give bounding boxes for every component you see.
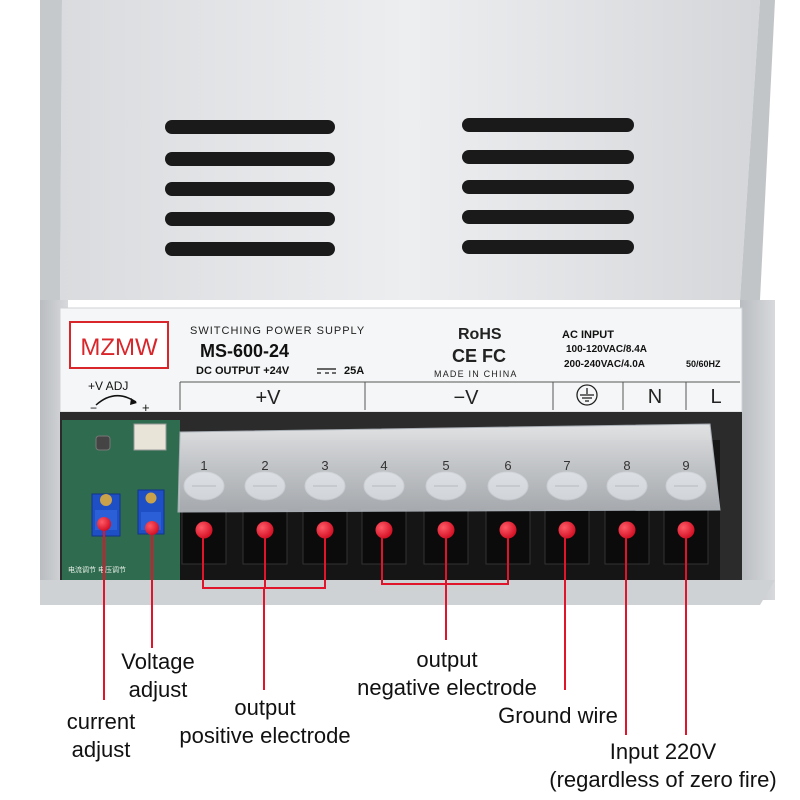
terminal-marker-dot (375, 521, 393, 539)
dc-output-current: 25A (344, 365, 364, 377)
callout-input-220v: Input 220V (regardless of zero fire) (546, 738, 780, 794)
terminal-number: 7 (563, 458, 570, 473)
callout-input-220v-line-2: (regardless of zero fire) (549, 767, 777, 792)
terminal-marker-dot (256, 521, 274, 539)
adj-plus-sign: + (142, 400, 150, 415)
terminal-clear-cover (177, 423, 721, 513)
leader-lines (103, 524, 687, 735)
brand-name: MZMW (80, 334, 158, 361)
callout-current-adjust-line-1: current (66, 709, 136, 734)
terminal-marker-dot (316, 521, 334, 539)
callout-ground-wire-line-1: Ground wire (498, 703, 618, 728)
minus-v-group-label: −V (453, 387, 479, 409)
vent-slots-left (165, 120, 335, 256)
live-label: L (710, 386, 721, 408)
terminal-number: 3 (321, 458, 328, 473)
case-front-right-wall (740, 300, 775, 600)
callout-ground-wire: Ground wire (490, 702, 626, 730)
terminal-numbers: 1 2 3 4 5 6 7 8 9 (200, 458, 689, 473)
adj-minus-sign: − (90, 401, 97, 415)
pcb-board (62, 420, 180, 580)
callout-input-220v-line-1: Input 220V (609, 739, 717, 764)
terminal-number: 4 (380, 458, 387, 473)
ground-symbol-icon (576, 384, 598, 406)
case-left-edge (40, 0, 62, 300)
callout-current-adjust-line-2: adjust (71, 737, 131, 762)
terminal-slot (361, 509, 407, 565)
callout-voltage-adjust-line-2: adjust (128, 677, 188, 702)
case-bottom-lip (40, 580, 775, 605)
callout-voltage-adjust: Voltage adjust (108, 648, 208, 704)
terminal-number: 1 (200, 458, 207, 473)
callout-output-positive-line-2: positive electrode (179, 723, 351, 748)
terminal-marker-dot (499, 521, 517, 539)
ac-input-line-2: 200-240VAC/4.0A (564, 359, 645, 370)
v-adj-label: +V ADJ (88, 379, 128, 393)
spec-label (59, 307, 743, 413)
case-top (60, 0, 760, 300)
terminal-marker-dot (195, 521, 213, 539)
callout-output-positive-line-1: output (234, 695, 296, 720)
ac-input-line-1: 100-120VAC/8.4A (566, 344, 647, 355)
terminal-number: 6 (504, 458, 511, 473)
callout-output-negative-line-2: negative electrode (357, 675, 537, 700)
terminal-marker-dot (437, 521, 455, 539)
terminal-marker-dot (558, 521, 576, 539)
neutral-label: N (648, 386, 662, 408)
case-right-edge (740, 0, 775, 300)
led-indicator (95, 435, 111, 451)
callout-output-negative: output negative electrode (350, 646, 544, 702)
plus-v-group-label: +V (255, 387, 281, 409)
callout-output-positive: output positive electrode (172, 694, 358, 750)
terminal-number: 8 (623, 458, 630, 473)
terminal-number: 5 (442, 458, 449, 473)
terminal-marker-dot (677, 521, 695, 539)
ac-input-title: AC INPUT (562, 329, 614, 341)
terminal-number: 2 (261, 458, 268, 473)
certification-marks: CE FC (452, 346, 506, 366)
pcb-silkscreen: 电流调节 电压调节 (68, 565, 126, 574)
vent-slots-right (462, 118, 634, 254)
rohs-mark: RoHS (458, 326, 502, 343)
label-header: SWITCHING POWER SUPPLY (190, 325, 365, 337)
callout-current-adjust: current adjust (56, 708, 146, 764)
model-number: MS-600-24 (200, 341, 289, 361)
brand-badge (69, 321, 169, 369)
callout-voltage-adjust-line-1: Voltage (121, 649, 195, 674)
current-adjust-marker-dot (97, 517, 111, 531)
ac-frequency: 50/60HZ (686, 359, 721, 369)
connector-header (133, 423, 167, 451)
dc-symbol (317, 368, 336, 374)
made-in-label: MADE IN CHINA (434, 369, 518, 379)
terminal-marker-dot (618, 521, 636, 539)
marker-dots (97, 517, 695, 539)
terminal-number: 9 (682, 458, 689, 473)
voltage-adjust-marker-dot (145, 521, 159, 535)
dc-output-spec: DC OUTPUT +24V (196, 365, 290, 377)
callout-output-negative-line-1: output (416, 647, 478, 672)
